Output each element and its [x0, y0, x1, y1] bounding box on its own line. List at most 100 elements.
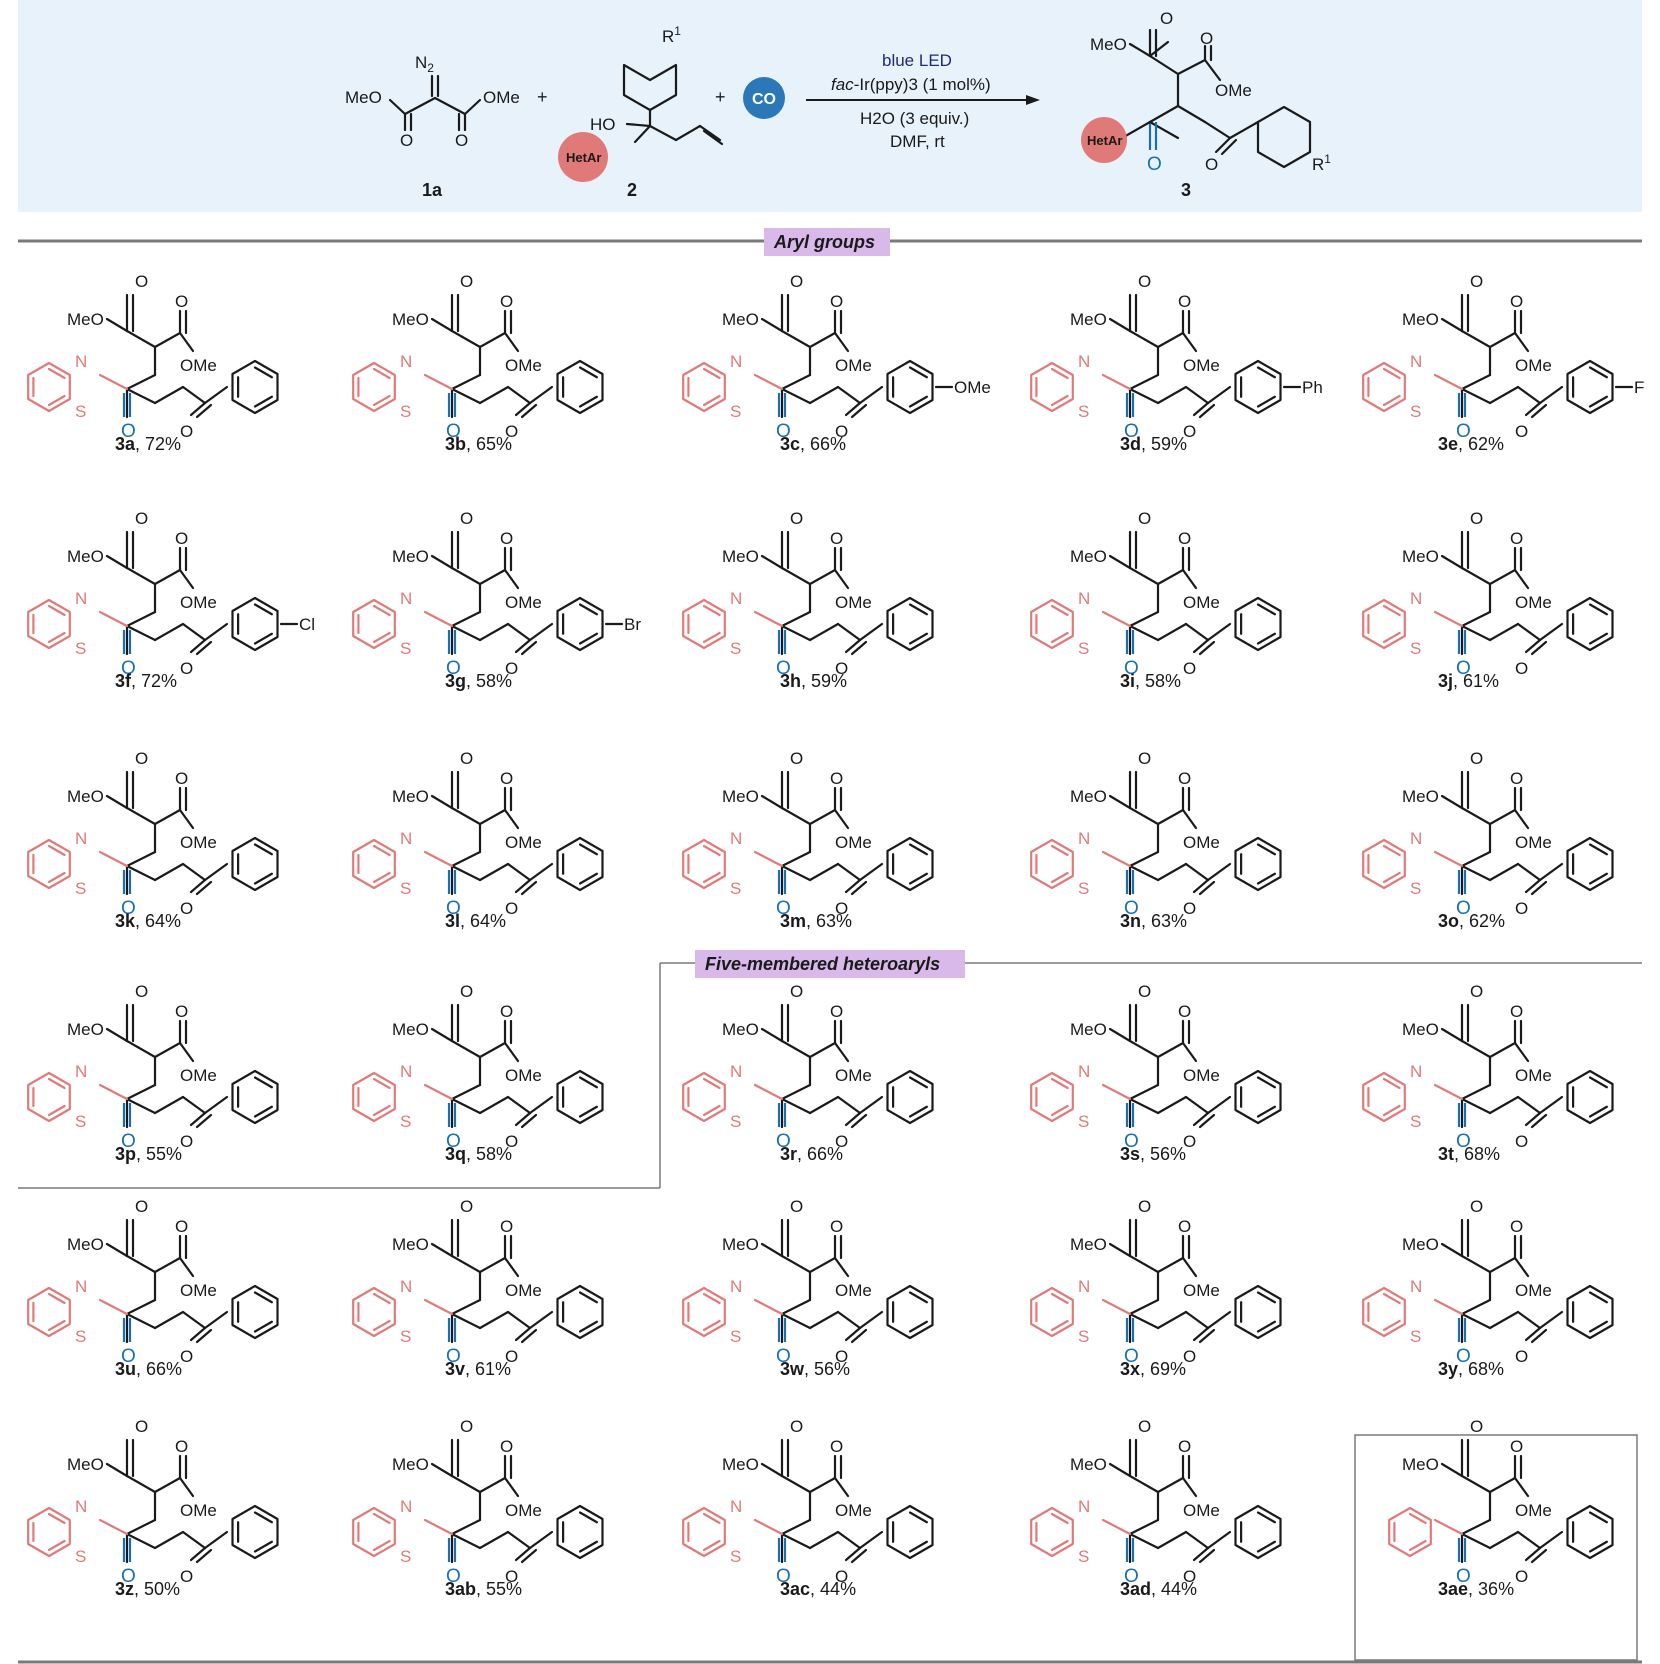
plus-sign: +	[537, 87, 548, 107]
o-atom: O	[175, 292, 188, 311]
meo-label: MeO	[392, 1455, 429, 1474]
o-atom: O	[180, 899, 193, 918]
meo-label: MeO	[392, 310, 429, 329]
o-atom: O	[835, 1132, 848, 1151]
ome-label: OMe	[835, 1066, 872, 1085]
meo-label: MeO	[722, 1020, 759, 1039]
o-atom: O	[500, 292, 513, 311]
o-atom: O	[1470, 272, 1483, 291]
o-atom: O	[1510, 529, 1523, 548]
compound-label-1a: 1a	[422, 180, 443, 200]
meo-label: MeO	[67, 787, 104, 806]
co-sphere	[743, 77, 785, 119]
blue-carbonyl-o: O	[1456, 1131, 1471, 1152]
o-atom: O	[1138, 509, 1151, 528]
ome-label: OMe	[505, 833, 542, 852]
blue-carbonyl-o: O	[1124, 421, 1139, 442]
o-atom: O	[505, 1132, 518, 1151]
compound-label: 3n, 63%	[1120, 911, 1187, 931]
o-atom: O	[1178, 1437, 1191, 1456]
compound-label: 3u, 66%	[115, 1359, 182, 1379]
ome-label: OMe	[1183, 356, 1220, 375]
substituent-label: F	[1634, 378, 1644, 397]
n-atom: N	[730, 352, 742, 371]
o-atom: O	[1470, 1197, 1483, 1216]
n-atom: N	[730, 1062, 742, 1081]
s-atom: S	[1078, 1327, 1089, 1346]
o-atom: O	[460, 272, 473, 291]
o-atom: O	[1510, 769, 1523, 788]
s-atom: S	[1078, 1547, 1089, 1566]
o-atom: O	[790, 749, 803, 768]
o-atom: O	[790, 982, 803, 1001]
substituent-label: OMe	[954, 378, 991, 397]
compound-label: 3v, 61%	[445, 1359, 511, 1379]
ome-label: OMe	[505, 356, 542, 375]
s-atom: S	[1410, 1112, 1421, 1131]
ome-label: OMe	[180, 356, 217, 375]
hetar-label: HetAr	[1087, 133, 1122, 148]
ome-label: OMe	[180, 1501, 217, 1520]
reaction-conditions: blue LED fac-Ir(ppy)3 (1 mol%) H2O (3 eq…	[806, 51, 1040, 151]
o-atom: O	[1183, 422, 1196, 441]
compound-label: 3d, 59%	[1120, 434, 1187, 454]
o-atom: O	[830, 1002, 843, 1021]
o-atom: O	[500, 1217, 513, 1236]
blue-carbonyl-o: O	[776, 1566, 791, 1587]
s-atom: S	[400, 879, 411, 898]
substituent-label: Cl	[299, 615, 315, 634]
blue-carbonyl-o: O	[446, 658, 461, 679]
ome-label: OMe	[1183, 1066, 1220, 1085]
meo-label: MeO	[722, 787, 759, 806]
o-atom: O	[1515, 899, 1528, 918]
svg-text:O: O	[1205, 155, 1218, 174]
meo-label: MeO	[1070, 1235, 1107, 1254]
o-atom: O	[1510, 1217, 1523, 1236]
o-atom: O	[1138, 749, 1151, 768]
compound-label-2: 2	[627, 180, 637, 200]
o-atom: O	[400, 131, 413, 150]
meo-label: MeO	[722, 547, 759, 566]
compound-label: 3k, 64%	[115, 911, 181, 931]
compound-label: 3q, 58%	[445, 1144, 512, 1164]
ome-label: OMe	[1515, 593, 1552, 612]
blue-carbonyl-o: O	[1456, 421, 1471, 442]
meo-label: MeO	[1070, 787, 1107, 806]
meo-label: MeO	[1402, 787, 1439, 806]
s-atom: S	[730, 1327, 741, 1346]
meo-label: MeO	[345, 88, 382, 107]
compound-label: 3o, 62%	[1438, 911, 1505, 931]
s-atom: S	[1410, 639, 1421, 658]
svg-text:O: O	[1200, 29, 1213, 48]
o-atom: O	[505, 1347, 518, 1366]
condition-solvent: DMF, rt	[890, 132, 945, 151]
o-atom: O	[830, 292, 843, 311]
compound-box-3ae	[1354, 1434, 1638, 1661]
meo-label: MeO	[392, 1235, 429, 1254]
n-atom: N	[1410, 352, 1422, 371]
n-atom: N	[75, 1062, 87, 1081]
o-atom: O	[835, 1347, 848, 1366]
o-atom: O	[835, 422, 848, 441]
n-atom: N	[1078, 1277, 1090, 1296]
compound-label: 3x, 69%	[1120, 1359, 1186, 1379]
n-atom: N	[1078, 352, 1090, 371]
co-label: CO	[752, 91, 776, 108]
blue-carbonyl-o: O	[1124, 658, 1139, 679]
o-atom: O	[500, 769, 513, 788]
blue-carbonyl-o: O	[1456, 1566, 1471, 1587]
s-atom: S	[1410, 879, 1421, 898]
n-atom: N	[730, 1277, 742, 1296]
condition-catalyst: fac-Ir(ppy)3 (1 mol%)	[831, 75, 991, 94]
n-atom: N	[1078, 589, 1090, 608]
blue-carbonyl-o: O	[446, 1566, 461, 1587]
blue-carbonyl-o: O	[1124, 1346, 1139, 1367]
o-atom: O	[1515, 1347, 1528, 1366]
